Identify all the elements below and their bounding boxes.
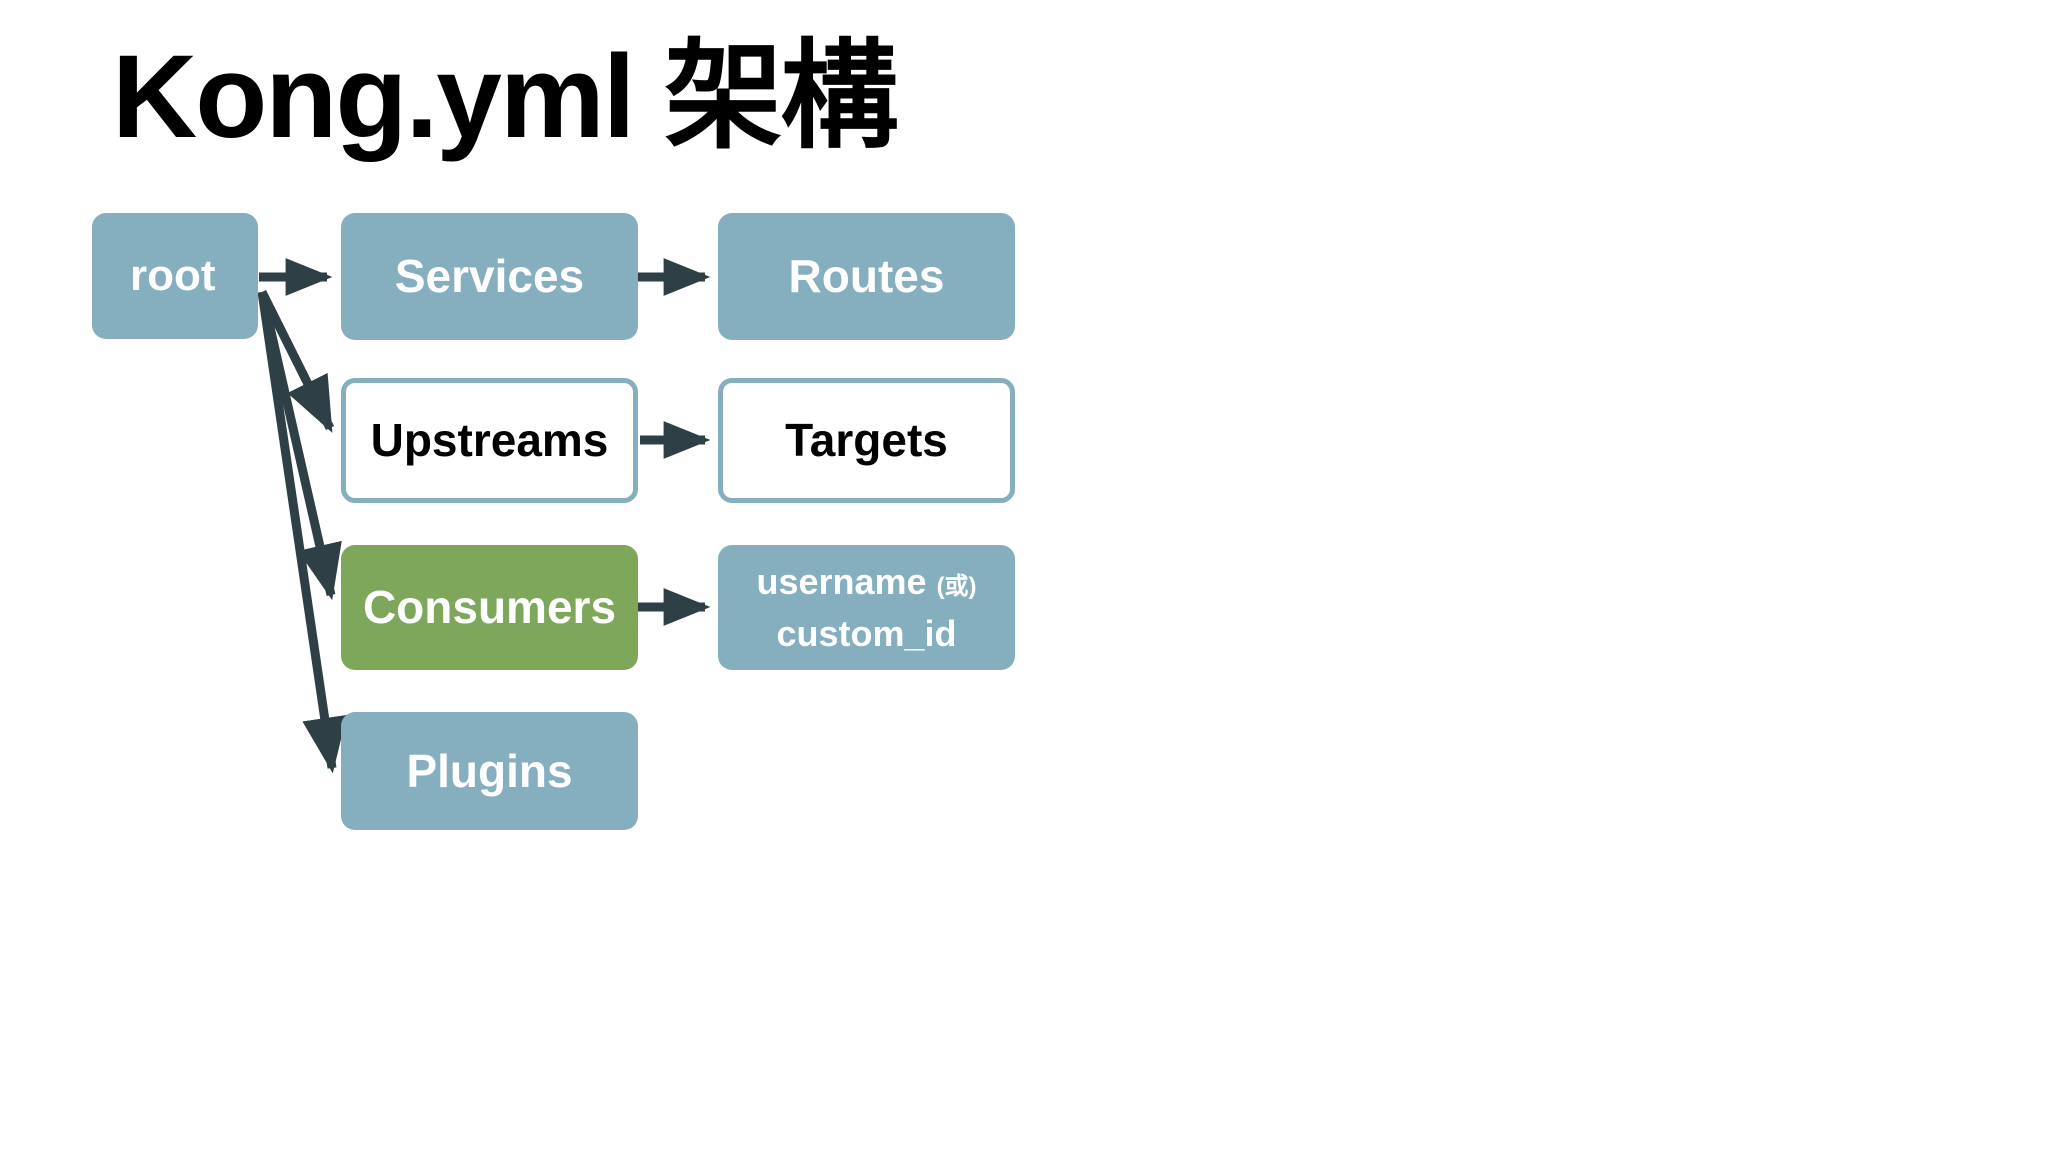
page-title: Kong.yml 架構 [112,31,898,163]
node-routes[interactable]: Routes [718,213,1015,340]
node-identity[interactable]: username (或) custom_id [718,545,1015,670]
node-identity-alternative-marker: (或) [936,572,977,600]
node-identity-line2: custom_id [776,612,957,654]
node-upstreams-label: Upstreams [370,414,609,467]
node-consumers-label: Consumers [362,581,617,634]
node-identity-line1: username (或) [756,561,976,603]
node-identity-username: username [756,560,927,602]
node-targets[interactable]: Targets [718,378,1015,503]
edge-root-upstreams [257,289,335,433]
node-upstreams[interactable]: Upstreams [341,378,638,503]
node-plugins[interactable]: Plugins [341,712,638,830]
node-consumers[interactable]: Consumers [341,545,638,670]
node-root-label: root [130,250,216,300]
node-root[interactable]: root [92,213,258,339]
node-plugins-label: Plugins [406,744,573,797]
node-routes-label: Routes [788,250,945,303]
node-services-label: Services [394,250,585,303]
edge-root-plugins [257,291,347,774]
node-services[interactable]: Services [341,213,638,340]
node-targets-label: Targets [785,414,948,467]
edge-root-consumers [257,291,342,601]
